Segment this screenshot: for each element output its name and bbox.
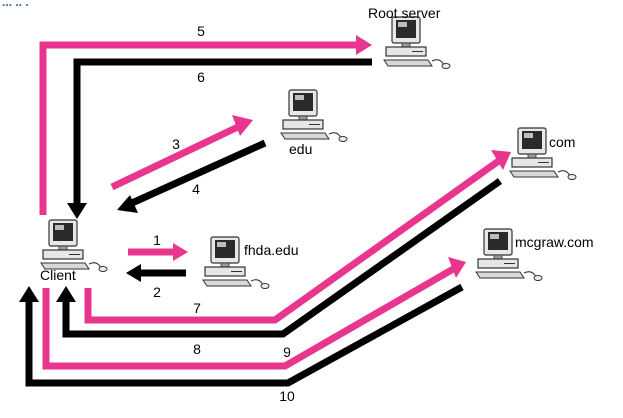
- arrowhead-step-3: [232, 115, 253, 136]
- client-computer-icon: [40, 219, 108, 273]
- edu-computer-icon: [280, 89, 348, 143]
- fhda-label: fhda.edu: [244, 242, 299, 258]
- arrow-step-3: [110, 122, 242, 191]
- arrow-step-5: [39, 41, 358, 215]
- arrowhead-step-6: [67, 203, 87, 219]
- step-label-1: 1: [153, 232, 161, 248]
- arrowhead-step-9: [448, 257, 466, 278]
- arrowhead-step-2: [126, 264, 141, 282]
- arrow-step-6: [73, 58, 372, 205]
- step-label-6: 6: [197, 69, 205, 85]
- arrowhead-step-5: [356, 35, 372, 55]
- arrowhead-step-1: [173, 243, 188, 261]
- arrowhead-step-8: [56, 286, 76, 302]
- root-server-computer-icon: [383, 16, 451, 70]
- step-label-7: 7: [193, 300, 201, 316]
- client-label: Client: [40, 267, 76, 283]
- com-label: com: [549, 134, 575, 150]
- edu-label: edu: [289, 141, 312, 157]
- step-label-3: 3: [172, 136, 180, 152]
- step-label-9: 9: [283, 344, 291, 360]
- root-server-label: Root server: [368, 5, 441, 21]
- step-label-8: 8: [193, 341, 201, 357]
- arrow-step-7: [84, 157, 503, 324]
- step-label-4: 4: [192, 181, 200, 197]
- arrow-step-9: [42, 264, 457, 370]
- step-label-2: 2: [153, 284, 161, 300]
- arrowhead-step-4: [117, 195, 138, 213]
- arrow-step-10: [25, 283, 464, 387]
- arrowhead-step-7: [491, 150, 511, 170]
- arrow-step-4: [130, 139, 267, 207]
- top-corner-text: ... .. .: [2, 0, 29, 9]
- step-label-10: 10: [279, 388, 295, 404]
- mcgraw-label: mcgraw.com: [515, 234, 594, 250]
- arrow-step-8: [62, 178, 503, 338]
- step-label-5: 5: [197, 23, 205, 39]
- arrowhead-step-10: [19, 286, 39, 302]
